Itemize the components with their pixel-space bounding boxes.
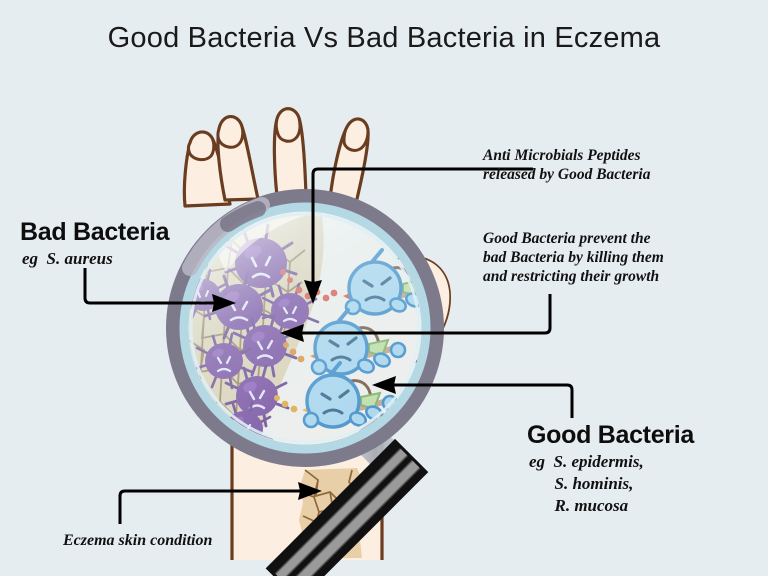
leader-eczema [118, 489, 300, 524]
page-title: Good Bacteria Vs Bad Bacteria in Eczema [107, 22, 661, 54]
good-bacteria-examples: eg S. epidermis, S. hominis, R. mucosa [529, 452, 644, 515]
leader-good-bacteria [394, 383, 574, 418]
leader-bad-bacteria [83, 268, 214, 305]
bad-bacteria-heading: Bad Bacteria [20, 218, 170, 246]
good-bacteria-heading: Good Bacteria [527, 421, 694, 449]
magnifier-ring [166, 189, 444, 467]
fingernails [187, 107, 370, 162]
eczema-skin-caption: Eczema skin condition [63, 532, 213, 549]
leader-lines [83, 167, 574, 524]
antimicrobial-peptides-note: Anti Microbials Peptides released by Goo… [483, 147, 651, 183]
lens-contents [189, 212, 421, 444]
leader-amp [311, 167, 533, 282]
good-bacteria-prevent-note: Good Bacteria prevent the bad Bacteria b… [483, 230, 664, 285]
lens-glass-sheen [189, 212, 421, 444]
bad-bacteria-examples: eg S. aureus [22, 249, 113, 268]
leader-prevent [302, 294, 552, 335]
